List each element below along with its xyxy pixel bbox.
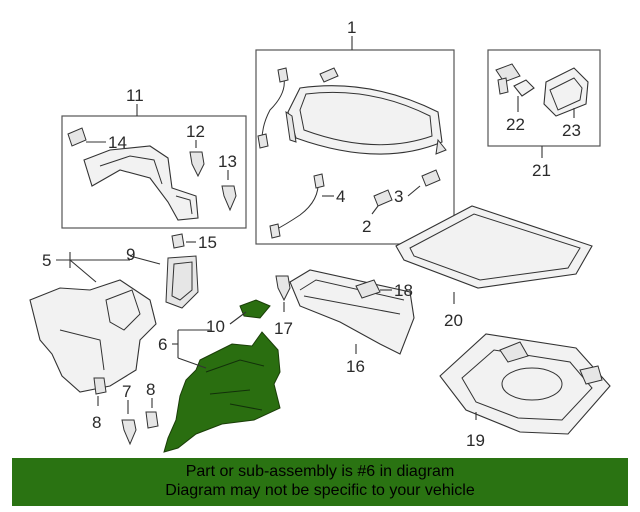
cover-9[interactable] <box>165 255 199 309</box>
group-box-11 <box>61 115 247 229</box>
clip-3[interactable] <box>421 169 441 187</box>
callout-7[interactable]: 7 <box>122 382 131 401</box>
callout-18[interactable]: 18 <box>394 281 413 300</box>
callout-20[interactable]: 20 <box>444 311 463 330</box>
parts-diagram: 1 4 2 3 21 22 23 11 14 12 13 5 <box>29 18 611 453</box>
clip-8-right[interactable] <box>145 411 159 429</box>
callout-4[interactable]: 4 <box>336 187 345 206</box>
clip-2[interactable] <box>373 189 393 207</box>
clip-8-left[interactable] <box>93 377 107 395</box>
bulb-22[interactable] <box>513 79 535 97</box>
callout-22[interactable]: 22 <box>506 115 525 134</box>
callout-14[interactable]: 14 <box>108 133 127 152</box>
part-10-highlighted[interactable] <box>239 299 271 319</box>
clip-14[interactable] <box>67 127 87 147</box>
callout-5[interactable]: 5 <box>42 251 51 270</box>
callout-12[interactable]: 12 <box>186 122 205 141</box>
callout-2[interactable]: 2 <box>362 217 371 236</box>
floor-mat-20[interactable] <box>395 205 593 289</box>
callout-23[interactable]: 23 <box>562 121 581 140</box>
fastener-13[interactable] <box>221 185 237 212</box>
callout-1[interactable]: 1 <box>347 18 356 37</box>
callout-9[interactable]: 9 <box>126 245 135 264</box>
group-box-1 <box>255 49 455 245</box>
callout-10[interactable]: 10 <box>206 317 225 336</box>
callout-19[interactable]: 19 <box>466 431 485 450</box>
lamp-23[interactable] <box>543 67 589 117</box>
banner-line-1: Part or sub-assembly is #6 in diagram <box>185 463 455 480</box>
fastener-12[interactable] <box>189 151 205 178</box>
lower-quarter-trim[interactable] <box>29 279 157 393</box>
callout-6[interactable]: 6 <box>158 335 167 354</box>
callout-3[interactable]: 3 <box>394 187 403 206</box>
fastener-7[interactable] <box>121 419 137 446</box>
clip-18[interactable] <box>355 279 381 299</box>
callout-11[interactable]: 11 <box>126 86 144 105</box>
callout-17[interactable]: 17 <box>274 319 293 338</box>
sill-plate-16[interactable] <box>289 269 415 355</box>
callout-8-right[interactable]: 8 <box>146 380 155 399</box>
callout-16[interactable]: 16 <box>346 357 365 376</box>
trunk-floor-19[interactable] <box>439 333 611 435</box>
callout-21[interactable]: 21 <box>532 161 551 180</box>
upper-quarter-trim[interactable] <box>83 145 199 221</box>
callout-8-left[interactable]: 8 <box>92 413 101 432</box>
clip-15[interactable] <box>171 233 185 249</box>
fastener-17[interactable] <box>275 275 291 302</box>
callout-15[interactable]: 15 <box>198 233 217 252</box>
banner-line-2: Diagram may not be specific to your vehi… <box>165 482 475 499</box>
part-6-highlighted[interactable] <box>163 331 281 453</box>
info-banner: Part or sub-assembly is #6 in diagram Di… <box>12 458 628 506</box>
callout-13[interactable]: 13 <box>218 152 237 171</box>
group-box-21 <box>487 49 601 147</box>
socket-22-clip[interactable] <box>495 63 521 83</box>
